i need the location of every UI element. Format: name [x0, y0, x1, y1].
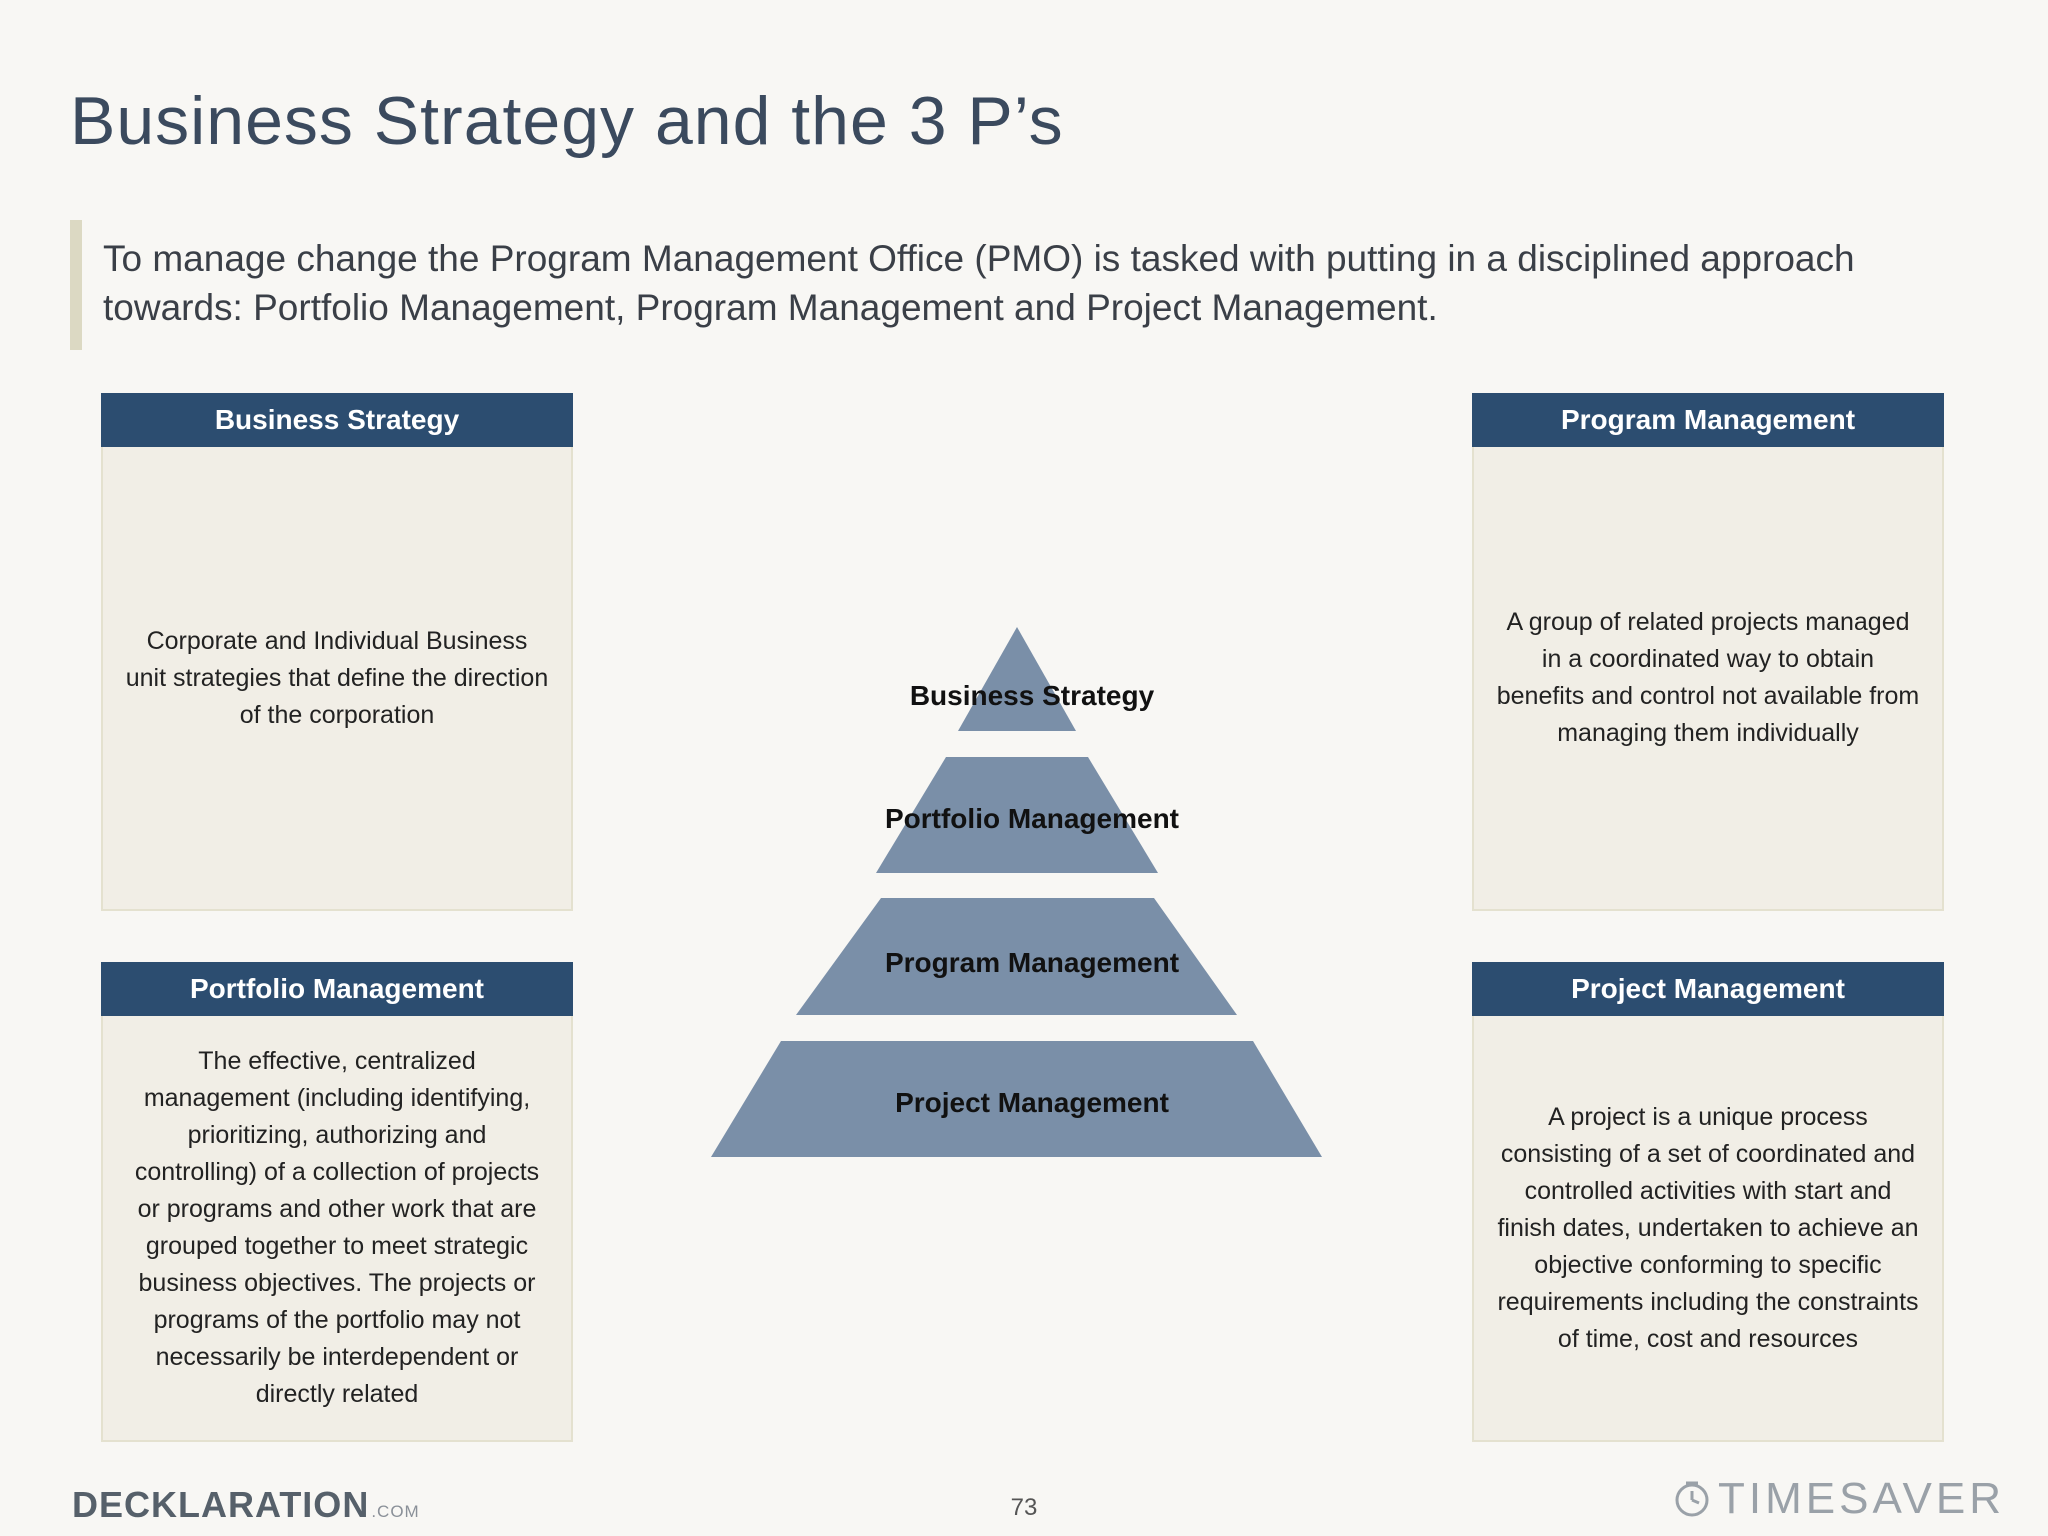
card-text: Corporate and Individual Business unit s… [125, 626, 549, 729]
intro-text: To manage change the Program Management … [103, 238, 1855, 328]
brand-suffix: .COM [371, 1502, 420, 1521]
card-body: The effective, centralized management (i… [101, 1016, 573, 1442]
pyramid-label-4: Project Management [895, 1087, 1169, 1118]
card-body: A group of related projects managed in a… [1472, 447, 1944, 911]
card-header: Portfolio Management [101, 962, 573, 1016]
brand-logo: DECKLARATION.COM [72, 1484, 420, 1526]
card-text: The effective, centralized management (i… [134, 1047, 540, 1408]
card-project-management: Project Management A project is a unique… [1472, 962, 1944, 1442]
timesaver-logo: TIMESAVER [1672, 1474, 2005, 1524]
timesaver-text: TIMESAVER [1718, 1474, 2006, 1523]
card-program-management: Program Management A group of related pr… [1472, 393, 1944, 911]
clock-icon [1675, 1481, 1709, 1517]
card-body: A project is a unique process consisting… [1472, 1016, 1944, 1442]
card-header: Business Strategy [101, 393, 573, 447]
page-title: Business Strategy and the 3 P’s [70, 83, 1064, 159]
brand-name: DECKLARATION [72, 1484, 370, 1525]
card-business-strategy: Business Strategy Corporate and Individu… [101, 393, 573, 911]
pyramid-tier-3 [796, 898, 1237, 1015]
pyramid-label-2: Portfolio Management [885, 803, 1179, 834]
card-body: Corporate and Individual Business unit s… [101, 447, 573, 911]
pyramid-tier-4 [711, 1041, 1322, 1157]
page-number: 73 [1010, 1494, 1038, 1521]
pyramid-label-3: Program Management [885, 947, 1179, 978]
card-header: Project Management [1472, 962, 1944, 1016]
card-header: Program Management [1472, 393, 1944, 447]
pyramid-label-1: Business Strategy [910, 680, 1155, 711]
card-text: A project is a unique process consisting… [1497, 1102, 1919, 1353]
pyramid-tier-2 [876, 757, 1158, 873]
pyramid-tier-1 [958, 627, 1076, 731]
card-portfolio-management: Portfolio Management The effective, cent… [101, 962, 573, 1442]
card-text: A group of related projects managed in a… [1496, 608, 1920, 747]
quote-bar [70, 220, 82, 350]
